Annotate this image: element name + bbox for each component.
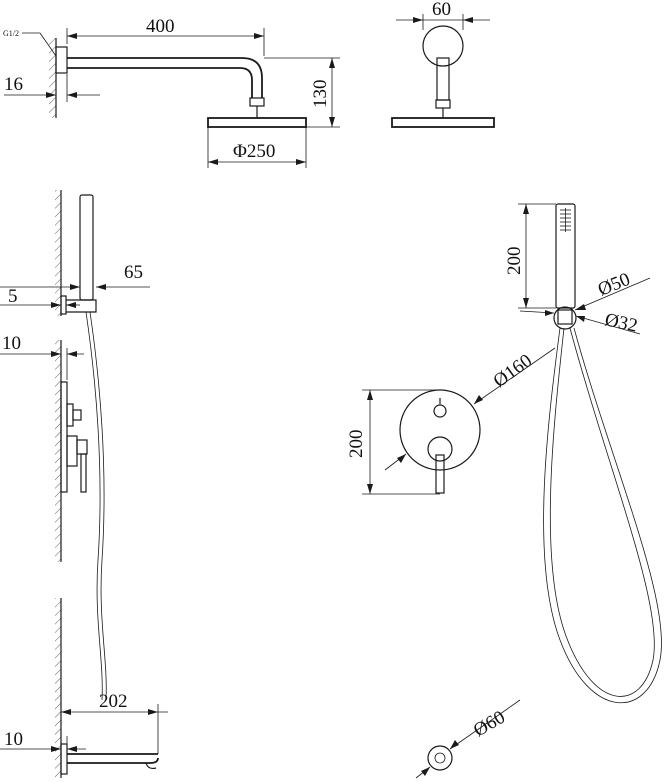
dim-holder-offset: 5	[8, 286, 18, 307]
dim-10a-arrow-right	[67, 351, 77, 357]
mixer-plate	[60, 381, 68, 493]
dim-plate-diameter: Ø160	[490, 350, 537, 392]
holder-front-outer	[553, 306, 577, 330]
dim-50-leader	[574, 277, 651, 311]
shower-arm-front-view: 60	[391, 0, 495, 128]
front-connector	[435, 99, 451, 109]
holder-plate	[60, 295, 67, 315]
rain-shower-head	[207, 117, 307, 128]
dim-16-arrow-right	[67, 92, 77, 98]
dim-65-arrow-left	[70, 284, 80, 290]
outlet-circle	[427, 745, 453, 771]
wall-flange	[55, 46, 68, 74]
wall-middle-hatch	[55, 340, 61, 562]
mixer-diverter-base	[66, 403, 74, 427]
dim-arm-depth: 60	[432, 0, 451, 20]
dim-130-arrow-bottom	[329, 117, 335, 127]
dim-160-arrow-left	[397, 454, 406, 463]
dim-16-arrow-left	[46, 92, 56, 98]
spout-outlet	[145, 762, 157, 770]
hand-shower-front	[555, 203, 576, 309]
hose-side-2	[89, 311, 107, 701]
dim-60b-leader-right	[449, 699, 521, 750]
front-arm-pipe	[436, 57, 450, 101]
dim-200b-arrow-top	[367, 390, 373, 400]
dim-5-arrow-right	[66, 302, 76, 308]
arm-connector	[249, 97, 265, 107]
mixer-handle-base	[66, 435, 78, 467]
dim-200a-arrow-top	[523, 204, 529, 214]
hose-side-1	[85, 311, 103, 701]
shower-arm-bottom	[67, 67, 253, 98]
spray-nozzles	[560, 208, 571, 232]
dim-50-arrow	[575, 304, 586, 310]
dim-hose-connector-diameter: Ø32	[603, 309, 639, 336]
dim-32-leader-right	[575, 315, 641, 335]
hand-shower-side	[79, 194, 94, 301]
dim-400-arrow-left	[67, 33, 77, 39]
shower-arm-top	[67, 57, 263, 98]
dim-32-arrow-left	[545, 310, 554, 316]
dim-160-leader-right	[473, 347, 556, 405]
dim-130-arrow-top	[329, 58, 335, 68]
dim-60b-arrow-left	[421, 767, 430, 776]
spout-plate	[60, 743, 68, 775]
front-rain-head	[391, 117, 495, 128]
holder-front-inner	[557, 309, 573, 325]
dim-60-arrow-left	[413, 17, 423, 23]
dim-65-arrow-right	[96, 284, 106, 290]
shower-arm-side-view: G1/2 400 16 130 Φ250	[3, 16, 340, 168]
outlet-inner	[434, 752, 446, 764]
holder-bracket	[66, 299, 97, 313]
front-flange-circle	[422, 25, 464, 67]
thread-label: G1/2	[3, 29, 19, 38]
dim-60b-arrow-right	[450, 740, 459, 749]
dim-wall-flange: 16	[4, 74, 23, 95]
mixer-diverter-knob	[72, 409, 82, 421]
spout-bottom	[67, 757, 159, 764]
dim-mixer-offset: 10	[2, 333, 21, 354]
dim-10a-arrow-left	[51, 351, 61, 357]
dim-10b-arrow-right	[67, 746, 77, 752]
dim-10b-arrow-left	[51, 746, 61, 752]
dim-arm-length: 400	[146, 16, 175, 37]
dim-32-arrow-right	[576, 316, 585, 322]
dim-202-arrow-right	[148, 709, 158, 715]
dim-arm-drop: 130	[310, 80, 331, 109]
dim-holder-projection: 65	[124, 262, 143, 283]
dim-60-arrow-right	[463, 17, 473, 23]
dim-spout-length: 202	[99, 691, 128, 712]
dim-200a-arrow-bottom	[523, 298, 529, 308]
dim-250-arrow-left	[208, 159, 218, 165]
dim-250-arrow-right	[296, 159, 306, 165]
dim-400-arrow-right	[254, 33, 264, 39]
wall-hatching	[49, 38, 56, 118]
dim-200b-arrow-bottom	[367, 484, 373, 494]
dim-5-arrow-left	[51, 302, 61, 308]
dim-spout-offset: 10	[4, 729, 23, 750]
mixer-lever-front	[435, 454, 445, 494]
wall-side-view: 65 5 10 202 10	[0, 190, 168, 778]
mixer-lever	[80, 453, 87, 493]
hose-loop-outer	[543, 327, 662, 704]
dim-plate-height: 200	[346, 430, 367, 459]
dim-202-arrow-left	[61, 709, 71, 715]
dim-hand-shower-diameter: Ø50	[595, 269, 633, 301]
wall-upper-hatch	[55, 190, 61, 316]
hose-loop-inner	[549, 327, 655, 697]
outlet-front-view: Ø60	[415, 699, 521, 779]
diverter-knob-front	[433, 404, 447, 418]
mixer-handle-body	[76, 439, 88, 455]
mixer-handle-front	[427, 436, 453, 462]
dim-hand-shower-length: 200	[504, 247, 525, 276]
dim-160-arrow-right	[474, 395, 483, 404]
hand-shower-front-view: 200 Ø50 Ø32	[504, 203, 662, 704]
thread-leader-2	[39, 32, 57, 57]
mixer-front-view: 200 Ø160	[346, 347, 556, 495]
dim-head-diameter: Φ250	[233, 141, 275, 162]
wall-lower-hatch	[55, 598, 61, 778]
